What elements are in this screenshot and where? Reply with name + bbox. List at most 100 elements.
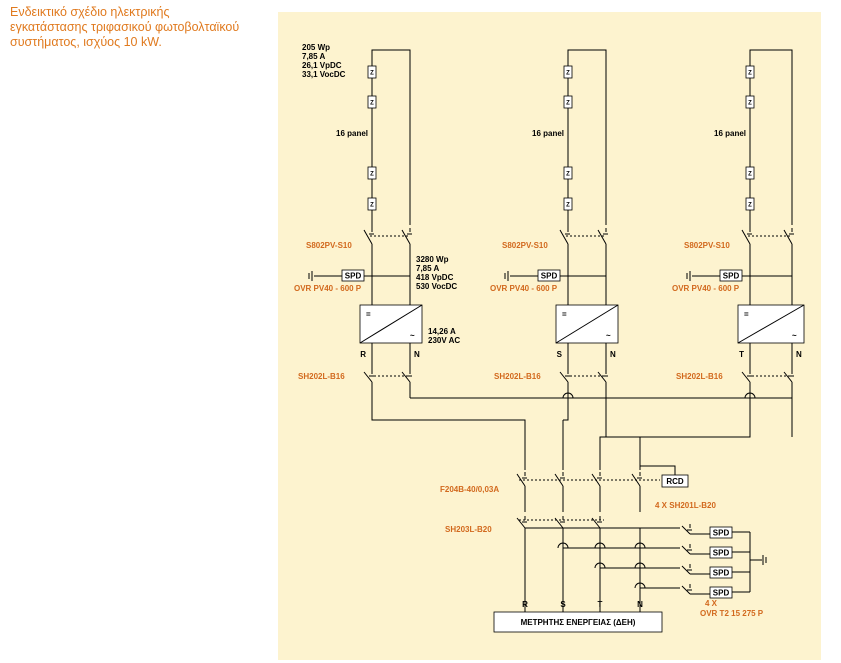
ac-spd-label: SPD [713,569,730,578]
contact-blade [554,517,564,529]
contact-blade [401,229,411,245]
fuse: Z [367,166,377,180]
fuse-body [563,166,573,180]
fuse-body [367,65,377,79]
fuse-label: Z [566,203,570,209]
neutral-label: N [796,350,802,359]
dc-switch-label: S802PV-S10 [502,241,548,250]
ac-spd-box [709,546,733,559]
contact-blade [741,229,751,245]
dc-switch-pos [741,228,752,245]
contact-blade [516,473,526,487]
bus-phase-t [599,398,751,470]
ac-symbol: ~ [606,331,611,340]
ac-breaker-neutral [783,370,794,383]
ac-breaker-label: SH202L-B16 [298,372,345,381]
inverter-input-spec: 3280 Wp [416,255,449,264]
fuse: Z [367,65,377,79]
ac-breaker-neutral [597,370,608,383]
rcd-breaker-pole [591,472,602,487]
meter-label: ΜΕΤΡΗΤΗΣ ΕΝΕΡΓΕΙΑΣ (ΔΕΗ) [521,618,636,627]
rcd-breaker-pole [631,472,642,487]
fuse: Z [563,95,573,109]
bus-neutral [410,397,793,437]
ac-breaker-label: SH202L-B16 [676,372,723,381]
rcd-sense-wire [639,465,676,475]
contact-blade [363,229,373,245]
crossover [594,542,606,549]
spd-label: SPD [345,272,362,281]
spd-label: SPD [723,272,740,281]
ac-spd-box [709,526,733,539]
string-spec: 205 Wp [302,43,330,52]
string-spec: 33,1 VocDC [302,70,346,79]
wires [308,49,793,612]
spd-box [537,269,561,282]
dc-switch-neg [597,228,608,245]
ac-spd-box [709,566,733,579]
fuse-label: Z [566,172,570,178]
ac-spd-label: SPD [713,529,730,538]
spd-breaker [681,584,692,595]
main-breaker-label: SH203L-B20 [445,525,492,534]
crossover [634,542,646,549]
meter-phase-label: T [598,600,603,609]
panel-count-label: 16 panel [336,129,368,138]
fuse: Z [745,95,755,109]
fuse-label: Z [748,203,752,209]
dc-symbol: = [562,310,567,319]
dc-switch-pos [363,228,374,245]
dc-symbol: = [366,310,371,319]
fuse-body [745,65,755,79]
dc-switch-neg [401,228,412,245]
string-spec: 7,85 A [302,52,325,61]
rcd-breaker-pole [516,472,527,487]
contact-blade [631,473,641,487]
panel-count-label: 16 panel [714,129,746,138]
surge-protector-label: OVR PV40 - 600 P [672,284,740,293]
rcd-label: RCD [666,477,684,486]
ac-breaker-phase [363,370,374,383]
fuse-body [367,166,377,180]
contact-blade [591,473,601,487]
pv-string [371,49,411,230]
fuse-label: Z [748,172,752,178]
ac-breaker-phase [559,370,570,383]
spd-breakers-label: 4 X SH201L-B20 [655,501,716,510]
rcd-box [661,474,689,488]
main-breaker-pole [591,516,602,529]
contact-blade [681,525,691,535]
fuse-body [563,65,573,79]
contact-blade [681,585,691,595]
phase-label: S [557,350,563,359]
meter-phase-label: N [637,600,643,609]
energy-meter [493,611,663,633]
fuse-body [745,197,755,211]
surge-protector-label: OVR PV40 - 600 P [294,284,362,293]
fuse-label: Z [748,101,752,107]
spd-box [341,269,365,282]
fuse-label: Z [370,101,374,107]
inverter-input-spec: 530 VocDC [416,282,457,291]
meter-phase-label: R [522,600,528,609]
fuse-label: Z [370,172,374,178]
spd-box [719,269,743,282]
crossover [634,582,646,589]
panel-count-label: 16 panel [532,129,564,138]
ac-breaker-phase [741,370,752,383]
fuse-label: Z [370,203,374,209]
inverter-diagonal [555,304,619,344]
fuse: Z [367,95,377,109]
fuse: Z [563,197,573,211]
inverter-output-spec: 230V AC [428,336,460,345]
contact-blade [597,229,607,245]
fuse-body [745,166,755,180]
fuse-label: Z [566,71,570,77]
fuse-body [563,197,573,211]
fuse: Z [563,166,573,180]
fuse-body [367,197,377,211]
ac-spd-label: SPD [713,549,730,558]
